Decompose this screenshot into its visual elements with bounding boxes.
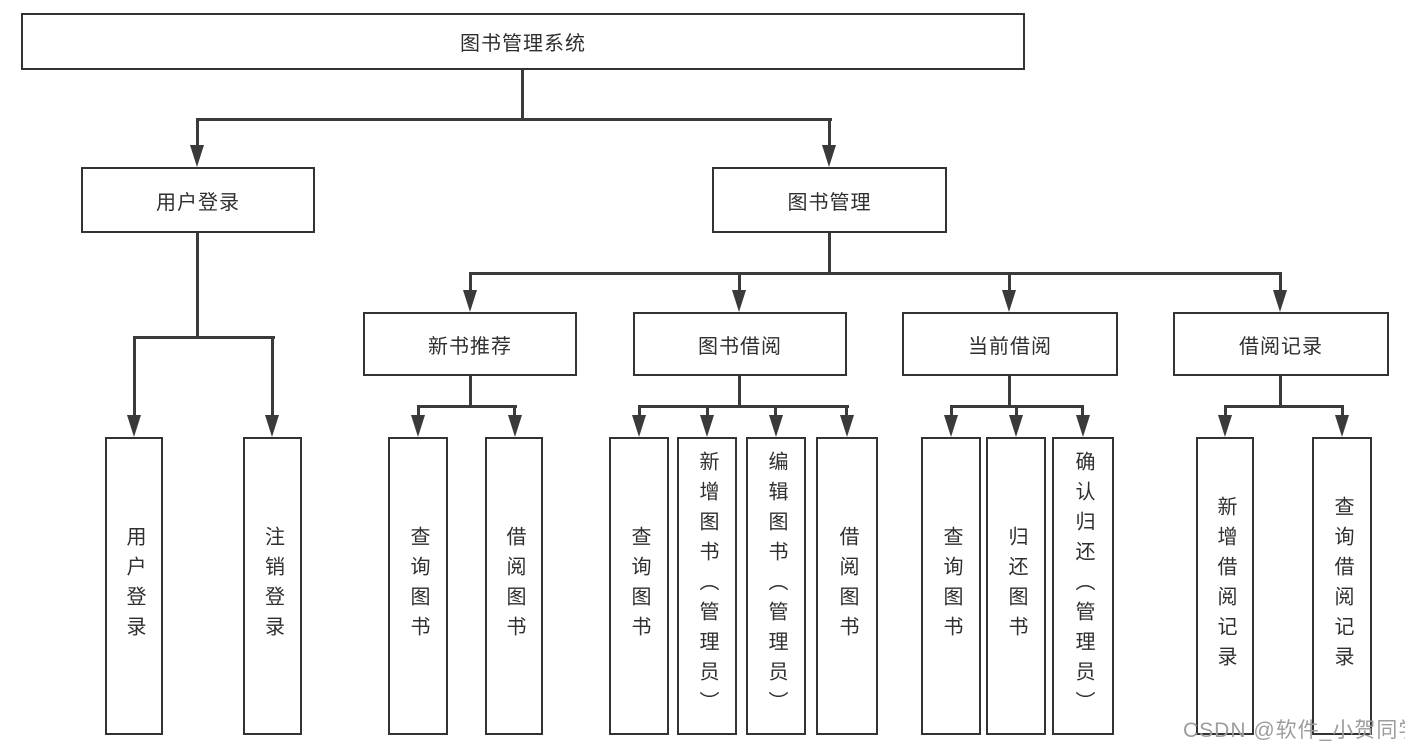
node-borrow-records: 借阅记录: [1173, 312, 1389, 376]
connector-drop-logout: [271, 336, 274, 420]
node-book-borrow: 图书借阅: [633, 312, 847, 376]
connector-drop-leaf: [950, 405, 953, 419]
arrow-down-icon: [1218, 415, 1232, 437]
connector-book-borrow-bar: [638, 405, 849, 408]
arrow-down-icon: [1273, 290, 1287, 312]
connector-drop-borrow-records: [1279, 272, 1282, 294]
leaf-nb-borrow-books-label: 借阅图书: [503, 526, 525, 646]
connector-drop-current-borrow: [1008, 272, 1011, 294]
leaf-bb-borrow-books-label: 借阅图书: [836, 526, 858, 646]
leaf-nb-query-books-label: 查询图书: [407, 526, 429, 646]
connector-new-book-stub: [469, 376, 472, 407]
node-book-management-label: 图书管理: [787, 191, 872, 214]
leaf-bb-add-books-admin-label: 新增图书（管理员）: [696, 451, 718, 721]
node-user-login: 用户登录: [81, 167, 315, 233]
node-book-management: 图书管理: [712, 167, 947, 233]
connector-drop-leaf: [774, 405, 777, 419]
connector-drop-leaf: [1081, 405, 1084, 419]
connector-user-login-bar: [133, 336, 275, 339]
leaf-nb-borrow-books: 借阅图书: [485, 437, 543, 735]
leaf-br-add-record-label: 新增借阅记录: [1214, 496, 1236, 676]
leaf-cb-query-books: 查询图书: [921, 437, 981, 735]
leaf-logout: 注销登录: [243, 437, 302, 735]
arrow-down-icon: [127, 415, 141, 437]
leaf-br-query-record-label: 查询借阅记录: [1331, 496, 1353, 676]
connector-drop-leaf: [1015, 405, 1018, 419]
arrow-down-icon: [769, 415, 783, 437]
node-book-borrow-label: 图书借阅: [698, 335, 782, 358]
connector-drop-leaf: [1224, 405, 1227, 419]
leaf-bb-query-books-label: 查询图书: [628, 526, 650, 646]
connector-drop-book-borrow: [738, 272, 741, 294]
leaf-br-add-record: 新增借阅记录: [1196, 437, 1254, 735]
leaf-br-query-record: 查询借阅记录: [1312, 437, 1372, 735]
connector-borrow-records-stub: [1279, 376, 1282, 407]
arrow-down-icon: [463, 290, 477, 312]
node-user-login-label: 用户登录: [156, 191, 240, 214]
leaf-user-login: 用户登录: [105, 437, 163, 735]
arrow-down-icon: [840, 415, 854, 437]
node-library-system: 图书管理系统: [21, 13, 1025, 70]
leaf-cb-return-books: 归还图书: [986, 437, 1046, 735]
arrow-down-icon: [700, 415, 714, 437]
watermark: CSDN @软件_小贺同学: [1183, 719, 1405, 742]
arrow-down-icon: [1076, 415, 1090, 437]
connector-book-management-stub: [828, 233, 831, 275]
connector-drop-leaf: [513, 405, 516, 419]
connector-drop-new-book: [469, 272, 472, 294]
node-new-book-recommend: 新书推荐: [363, 312, 577, 376]
connector-book-borrow-stub: [738, 376, 741, 407]
arrow-down-icon: [508, 415, 522, 437]
leaf-logout-label: 注销登录: [261, 526, 284, 646]
leaf-bb-borrow-books: 借阅图书: [816, 437, 878, 735]
arrow-down-icon: [411, 415, 425, 437]
leaf-bb-query-books: 查询图书: [609, 437, 669, 735]
leaf-cb-query-books-label: 查询图书: [940, 526, 962, 646]
connector-root-trunk: [521, 68, 524, 120]
arrow-down-icon: [1002, 290, 1016, 312]
connector-drop-book-management: [828, 118, 831, 150]
connector-level2-bar: [196, 118, 832, 121]
arrow-down-icon: [632, 415, 646, 437]
connector-drop-leaf: [706, 405, 709, 419]
connector-current-borrow-stub: [1008, 376, 1011, 407]
arrow-down-icon: [732, 290, 746, 312]
node-new-book-recommend-label: 新书推荐: [428, 335, 512, 358]
leaf-bb-add-books-admin: 新增图书（管理员）: [677, 437, 737, 735]
leaf-bb-edit-books-admin-label: 编辑图书（管理员）: [765, 451, 787, 721]
arrow-down-icon: [190, 145, 204, 167]
connector-new-book-bar: [417, 405, 517, 408]
connector-borrow-records-bar: [1224, 405, 1343, 408]
node-library-system-label: 图书管理系统: [460, 33, 586, 55]
arrow-down-icon: [265, 415, 279, 437]
arrow-down-icon: [822, 145, 836, 167]
node-borrow-records-label: 借阅记录: [1239, 335, 1323, 358]
connector-level3-bar: [469, 272, 1282, 275]
connector-drop-leaf: [417, 405, 420, 419]
leaf-bb-edit-books-admin: 编辑图书（管理员）: [746, 437, 806, 735]
leaf-nb-query-books: 查询图书: [388, 437, 448, 735]
connector-drop-leaf: [845, 405, 848, 419]
connector-drop-login: [133, 336, 136, 420]
leaf-cb-return-books-label: 归还图书: [1005, 526, 1027, 646]
node-current-borrow: 当前借阅: [902, 312, 1118, 376]
arrow-down-icon: [944, 415, 958, 437]
leaf-cb-confirm-return-admin: 确认归还（管理员）: [1052, 437, 1114, 735]
connector-user-login-stub: [196, 233, 199, 339]
leaf-user-login-label: 用户登录: [123, 526, 145, 646]
connector-drop-leaf: [1341, 405, 1344, 419]
arrow-down-icon: [1335, 415, 1349, 437]
arrow-down-icon: [1009, 415, 1023, 437]
node-current-borrow-label: 当前借阅: [968, 335, 1052, 358]
connector-drop-leaf: [638, 405, 641, 419]
leaf-cb-confirm-return-admin-label: 确认归还（管理员）: [1072, 451, 1094, 721]
connector-drop-user-login: [196, 118, 199, 150]
